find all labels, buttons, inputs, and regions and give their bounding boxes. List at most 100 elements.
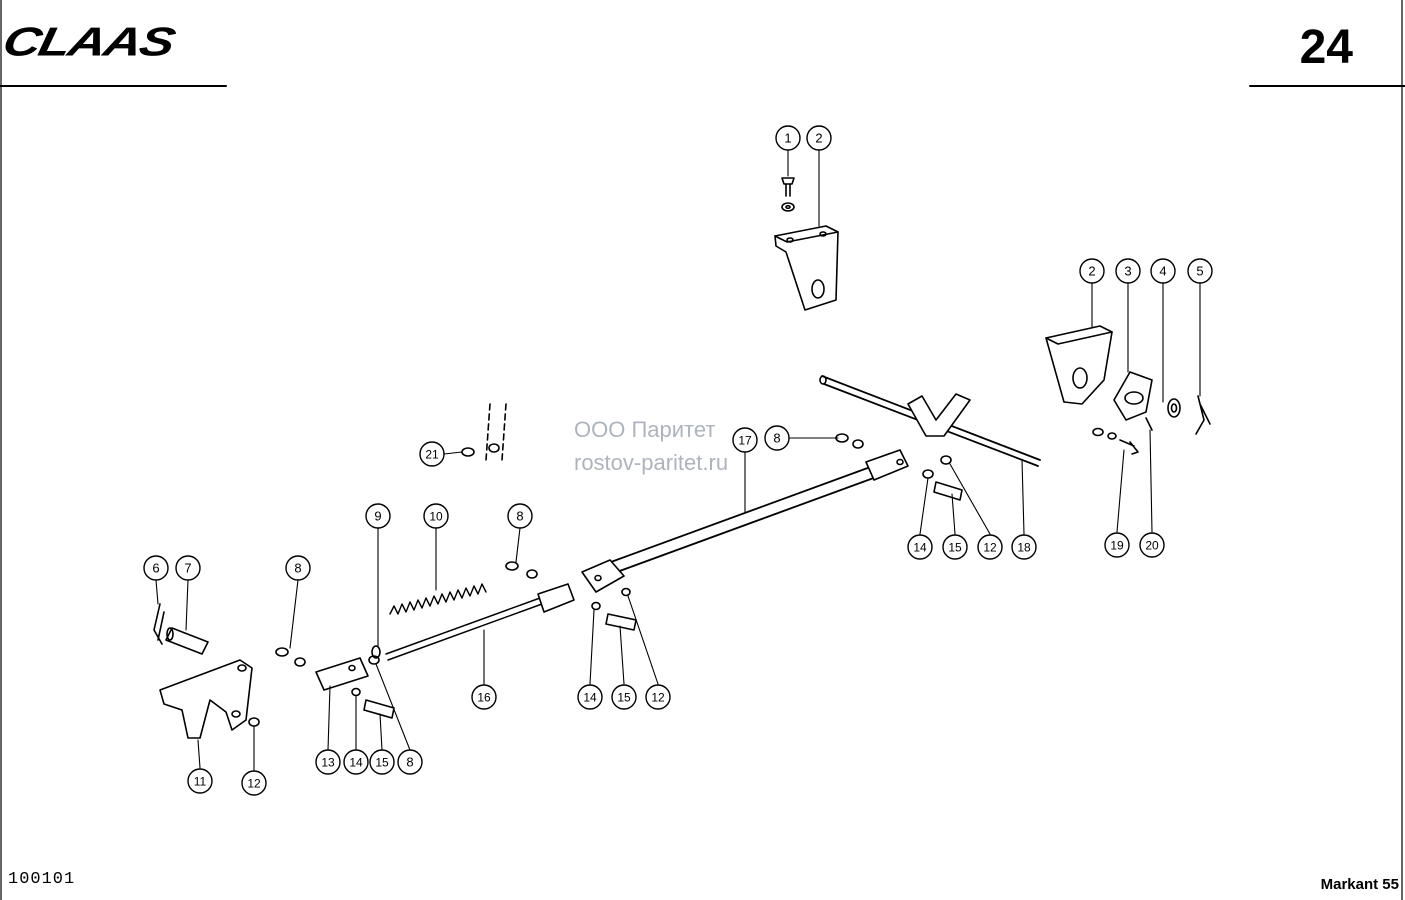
callout-circle bbox=[143, 555, 169, 581]
watermark-company: ООО Паритет bbox=[574, 417, 716, 442]
callout-14: 14 bbox=[907, 534, 933, 560]
callout-2: 2 bbox=[806, 125, 832, 151]
callout-number: 14 bbox=[583, 691, 597, 705]
callout-number: 9 bbox=[374, 509, 381, 524]
callout-circle bbox=[471, 684, 497, 710]
callout-number: 19 bbox=[1110, 539, 1124, 553]
callout-number: 7 bbox=[184, 561, 191, 576]
callout-number: 15 bbox=[375, 756, 389, 770]
shaft-18 bbox=[819, 375, 1041, 467]
watermark-website: rostov-paritet.ru bbox=[574, 450, 729, 475]
callout-number: 14 bbox=[913, 541, 927, 555]
callout-number: 15 bbox=[948, 541, 962, 555]
callout-number: 6 bbox=[152, 561, 159, 576]
callout-number: 15 bbox=[617, 691, 631, 705]
callout-21: 21 bbox=[419, 441, 445, 467]
callout-circle bbox=[645, 684, 671, 710]
rod-16 bbox=[371, 561, 637, 661]
callout-number: 2 bbox=[1088, 264, 1095, 279]
watermark: ООО Паритет rostov-paritet.ru bbox=[574, 413, 728, 479]
callout-circle bbox=[732, 427, 758, 453]
callout-circle bbox=[187, 768, 213, 794]
callout-14: 14 bbox=[577, 684, 603, 710]
callout-circle bbox=[369, 749, 395, 775]
callout-10: 10 bbox=[423, 503, 449, 529]
callout-number: 8 bbox=[294, 561, 301, 576]
lever-11 bbox=[159, 659, 260, 739]
callout-8: 8 bbox=[285, 555, 311, 581]
post-21 bbox=[461, 403, 507, 461]
callout-circle bbox=[764, 425, 790, 451]
callout-13: 13 bbox=[315, 749, 341, 775]
page-number: 24 bbox=[1299, 21, 1353, 74]
callout-7: 7 bbox=[175, 555, 201, 581]
callout-circle bbox=[365, 503, 391, 529]
bracket-right bbox=[1045, 325, 1211, 455]
callout-circle bbox=[977, 534, 1003, 560]
callout-circle bbox=[907, 534, 933, 560]
callout-circle bbox=[577, 684, 603, 710]
callout-12: 12 bbox=[645, 684, 671, 710]
pin-7 bbox=[153, 603, 209, 655]
callout-circle bbox=[423, 503, 449, 529]
callout-number: 11 bbox=[194, 775, 207, 789]
callout-circle bbox=[315, 749, 341, 775]
callout-circle bbox=[1104, 532, 1130, 558]
callout-8: 8 bbox=[397, 749, 423, 775]
callout-number: 13 bbox=[321, 756, 335, 770]
callout-3: 3 bbox=[1115, 258, 1141, 284]
callout-14: 14 bbox=[343, 749, 369, 775]
callout-circle bbox=[175, 555, 201, 581]
callout-19: 19 bbox=[1104, 532, 1130, 558]
spring-10 bbox=[389, 583, 487, 615]
leader-lines bbox=[155, 149, 1201, 771]
callout-circle bbox=[1187, 258, 1213, 284]
callout-number: 1 bbox=[784, 131, 791, 146]
callout-12: 12 bbox=[977, 534, 1003, 560]
callout-number: 12 bbox=[983, 541, 997, 555]
callout-circle bbox=[775, 125, 801, 151]
callout-5: 5 bbox=[1187, 258, 1213, 284]
callout-1: 1 bbox=[775, 125, 801, 151]
callout-number: 16 bbox=[477, 691, 491, 705]
callout-18: 18 bbox=[1011, 534, 1037, 560]
callout-number: 3 bbox=[1124, 264, 1131, 279]
callout-number: 20 bbox=[1145, 539, 1159, 553]
bracket-top bbox=[774, 177, 839, 311]
callout-number: 10 bbox=[429, 510, 443, 524]
drawing-code: 100101 bbox=[8, 870, 76, 889]
callout-circle bbox=[1150, 258, 1176, 284]
rod-17 bbox=[581, 433, 963, 593]
callout-circle bbox=[806, 125, 832, 151]
callout-12: 12 bbox=[241, 770, 267, 796]
callout-8: 8 bbox=[507, 503, 533, 529]
callout-number: 8 bbox=[406, 755, 413, 770]
callout-9: 9 bbox=[365, 503, 391, 529]
callout-circle bbox=[285, 555, 311, 581]
callout-circle bbox=[419, 441, 445, 467]
callout-number: 18 bbox=[1017, 541, 1031, 555]
callout-circle bbox=[1011, 534, 1037, 560]
fork-13 bbox=[275, 647, 395, 719]
callout-circle bbox=[942, 534, 968, 560]
callout-17: 17 bbox=[732, 427, 758, 453]
model-name: Markant 55 bbox=[1320, 876, 1399, 893]
callout-8: 8 bbox=[764, 425, 790, 451]
callout-number: 2 bbox=[815, 131, 822, 146]
callout-circle bbox=[241, 770, 267, 796]
callout-number: 12 bbox=[247, 777, 261, 791]
callout-number: 4 bbox=[1159, 264, 1166, 279]
callout-4: 4 bbox=[1150, 258, 1176, 284]
callout-15: 15 bbox=[942, 534, 968, 560]
callout-number: 8 bbox=[773, 431, 780, 446]
callout-circle bbox=[611, 684, 637, 710]
callout-20: 20 bbox=[1139, 532, 1165, 558]
callout-number: 17 bbox=[738, 434, 752, 448]
callout-11: 11 bbox=[187, 768, 213, 794]
callout-circle bbox=[1079, 258, 1105, 284]
callout-16: 16 bbox=[471, 684, 497, 710]
callout-15: 15 bbox=[611, 684, 637, 710]
